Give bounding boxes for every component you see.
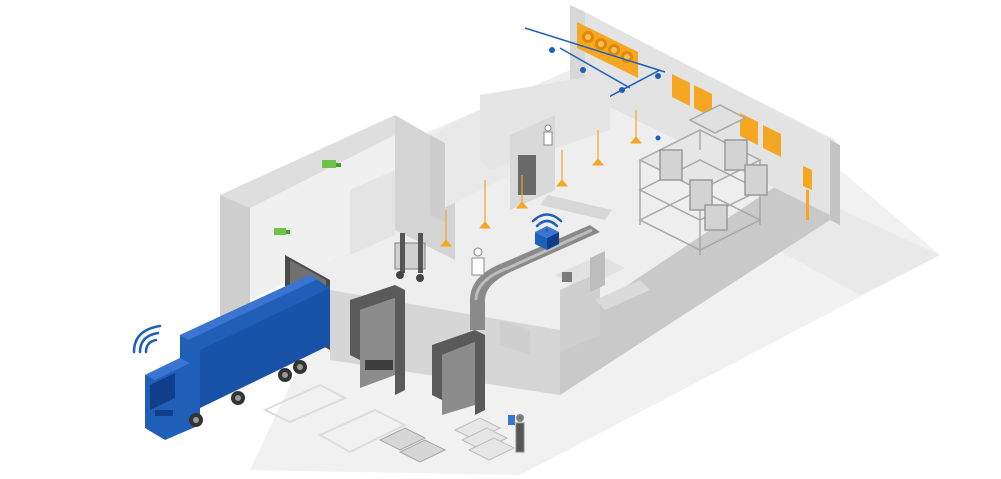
conveyor-belt [470,195,612,355]
forklift [394,233,426,282]
loading-bay-markings [262,383,408,454]
access-point-box [535,226,559,250]
workstations [555,251,650,352]
security-camera-2 [274,228,290,235]
gate-scanner-1 [350,285,405,395]
info-panel [508,415,515,425]
gate-scanner-2 [432,330,485,415]
floor-markers [439,110,643,247]
storage-racks [638,104,768,255]
delivery-truck [145,275,330,440]
pallets [378,427,447,463]
partition-walls [430,75,610,222]
security-camera-1 [322,160,341,168]
ventilation-units [577,22,812,220]
truck-wifi-icon [132,324,162,354]
wifi-icon [531,213,563,232]
workers [471,124,553,453]
staircase [453,417,516,461]
